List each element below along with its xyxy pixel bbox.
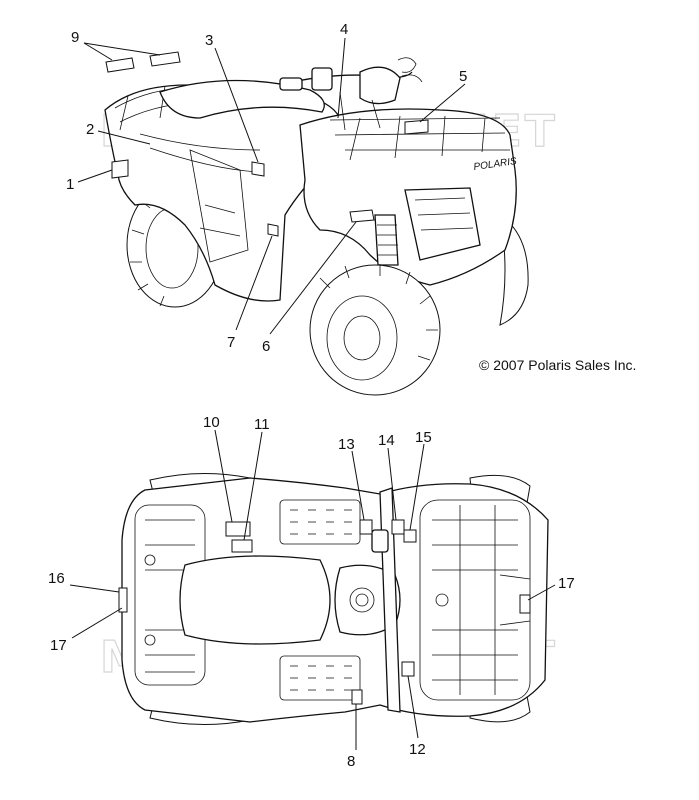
- decal-14: [391, 519, 405, 535]
- decal-15: [403, 529, 417, 543]
- callout-4: 4: [340, 21, 348, 38]
- leader-lines-bottom: [69, 429, 556, 750]
- callout-labels-top: 9 3 4 5 2 1 7 6: [66, 21, 467, 355]
- callout-17-front: 17: [558, 575, 575, 592]
- decal-5: [404, 119, 429, 135]
- decal-12: [401, 661, 415, 677]
- handlebar-assembly: [279, 57, 423, 131]
- decal-10: [225, 521, 251, 537]
- decal-3: [251, 161, 265, 177]
- decal-9b: [149, 51, 181, 67]
- decal-8: [351, 689, 363, 705]
- callout-10: 10: [203, 414, 220, 431]
- callout-5: 5: [459, 68, 467, 85]
- callout-15: 15: [415, 429, 432, 446]
- top-seat: [179, 555, 331, 645]
- callout-9: 9: [71, 29, 79, 46]
- decal-9a: [105, 57, 135, 73]
- callout-7: 7: [227, 334, 235, 351]
- callout-8: 8: [347, 753, 355, 770]
- callout-2: 2: [86, 121, 94, 138]
- callout-labels-bottom: 10 11 13 14 15 16 17 17 8 12: [48, 414, 575, 770]
- decal-6: [349, 209, 375, 223]
- decal-1: [111, 159, 129, 179]
- decal-17-front: [519, 594, 531, 614]
- copyright-notice: © 2007 Polaris Sales Inc.: [479, 357, 636, 373]
- callout-17-rear: 17: [50, 637, 67, 654]
- atv-top-down-view: [118, 472, 549, 726]
- callout-11: 11: [254, 416, 270, 433]
- callout-3: 3: [205, 32, 213, 49]
- callout-13: 13: [338, 436, 355, 453]
- callout-12: 12: [409, 741, 426, 758]
- leader-lines-top: [77, 37, 466, 335]
- callout-1: 1: [66, 176, 74, 193]
- decal-7: [267, 223, 279, 237]
- decal-11: [231, 539, 253, 553]
- front-right-wheel: [309, 264, 441, 396]
- callout-6: 6: [262, 338, 270, 355]
- atv-perspective-view: POLARIS: [104, 51, 529, 396]
- footwell-lower: [279, 655, 361, 701]
- callout-16: 16: [48, 570, 65, 587]
- callout-14: 14: [378, 432, 395, 449]
- decal-16: [118, 587, 128, 613]
- decal-13: [359, 519, 373, 535]
